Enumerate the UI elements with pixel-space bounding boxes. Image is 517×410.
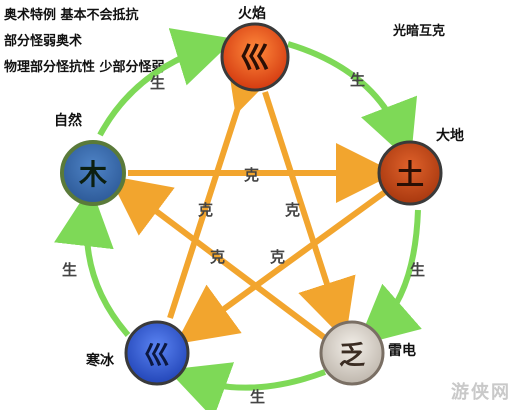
svg-text:木: 木 bbox=[78, 158, 107, 191]
arc-fire-earth bbox=[287, 41, 418, 163]
gen-label-2: 生 bbox=[350, 71, 365, 89]
note-physical: 物理部分怪抗性 少部分怪弱 bbox=[4, 60, 165, 75]
star-earth-ice bbox=[175, 189, 387, 345]
watermark: 游侠网 bbox=[451, 382, 511, 403]
arc-ice-nature bbox=[54, 186, 131, 337]
label-ice: 寒冰 bbox=[86, 353, 114, 369]
arc-thunder-ice bbox=[167, 362, 327, 410]
gen-label-4: 生 bbox=[250, 388, 265, 406]
svg-text:巛: 巛 bbox=[240, 41, 270, 76]
gen-label-5: 生 bbox=[62, 261, 77, 279]
gen-label-1: 生 bbox=[150, 74, 165, 92]
star-fire-thunder bbox=[262, 91, 356, 341]
node-ice: 巛 bbox=[124, 320, 190, 386]
arc-earth-thunder bbox=[356, 209, 422, 346]
arc-nature-fire bbox=[97, 28, 235, 137]
over-label-3: 克 bbox=[285, 201, 300, 219]
over-label-4: 克 bbox=[210, 248, 225, 266]
note-arcane: 奥术特例 基本不会抵抗 bbox=[4, 8, 139, 23]
over-label-2: 克 bbox=[198, 201, 213, 219]
label-earth: 大地 bbox=[436, 128, 464, 144]
gen-label-3: 生 bbox=[410, 261, 425, 279]
svg-text:巛: 巛 bbox=[144, 341, 170, 371]
svg-text:乏: 乏 bbox=[339, 341, 365, 371]
label-fire: 火焰 bbox=[238, 6, 266, 22]
label-thunder: 雷电 bbox=[388, 343, 416, 359]
node-thunder: 乏 bbox=[319, 320, 385, 386]
over-label-1: 克 bbox=[244, 166, 259, 184]
light-dark-note: 光暗互克 bbox=[393, 24, 446, 39]
star-thunder-nature bbox=[108, 175, 327, 341]
star-fire-ice bbox=[167, 48, 283, 319]
node-earth: 土 bbox=[377, 140, 443, 206]
svg-text:土: 土 bbox=[396, 158, 424, 191]
over-label-5: 克 bbox=[270, 248, 285, 266]
node-nature: 木 bbox=[60, 140, 126, 206]
note-weak-arcane: 部分怪弱奥术 bbox=[4, 34, 83, 49]
label-nature: 自然 bbox=[54, 113, 82, 129]
node-fire: 巛 bbox=[220, 22, 290, 92]
